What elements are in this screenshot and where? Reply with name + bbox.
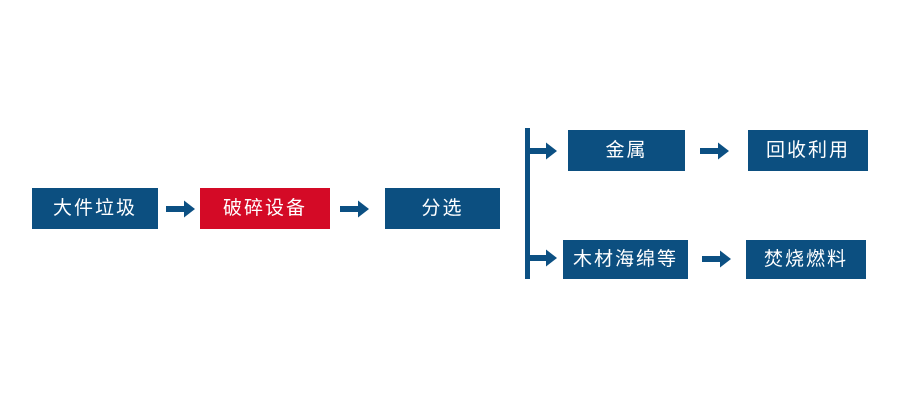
arrow-input-to-crusher xyxy=(166,198,196,220)
node-recycle-label: 回收利用 xyxy=(765,140,850,161)
node-input-label: 大件垃圾 xyxy=(52,198,137,219)
node-incineration-fuel: 焚烧燃料 xyxy=(746,240,866,279)
node-metal-label: 金属 xyxy=(605,140,648,161)
arrow-branch-to-wood xyxy=(528,247,558,269)
branch-bracket-icon xyxy=(525,128,530,279)
node-sorting-label: 分选 xyxy=(421,198,464,219)
node-input: 大件垃圾 xyxy=(32,188,158,229)
node-incineration-fuel-label: 焚烧燃料 xyxy=(763,249,848,270)
node-metal: 金属 xyxy=(568,130,685,171)
arrow-branch-to-metal xyxy=(528,140,558,162)
node-wood-sponge: 木材海绵等 xyxy=(563,240,688,279)
node-recycle: 回收利用 xyxy=(748,130,868,171)
node-crusher-label: 破碎设备 xyxy=(222,198,307,219)
arrow-metal-to-recycle xyxy=(700,140,730,162)
node-crusher: 破碎设备 xyxy=(200,188,330,229)
arrow-wood-to-fuel xyxy=(702,248,732,270)
node-sorting: 分选 xyxy=(385,188,500,229)
arrow-crusher-to-sorting xyxy=(340,198,370,220)
node-wood-sponge-label: 木材海绵等 xyxy=(572,249,678,270)
